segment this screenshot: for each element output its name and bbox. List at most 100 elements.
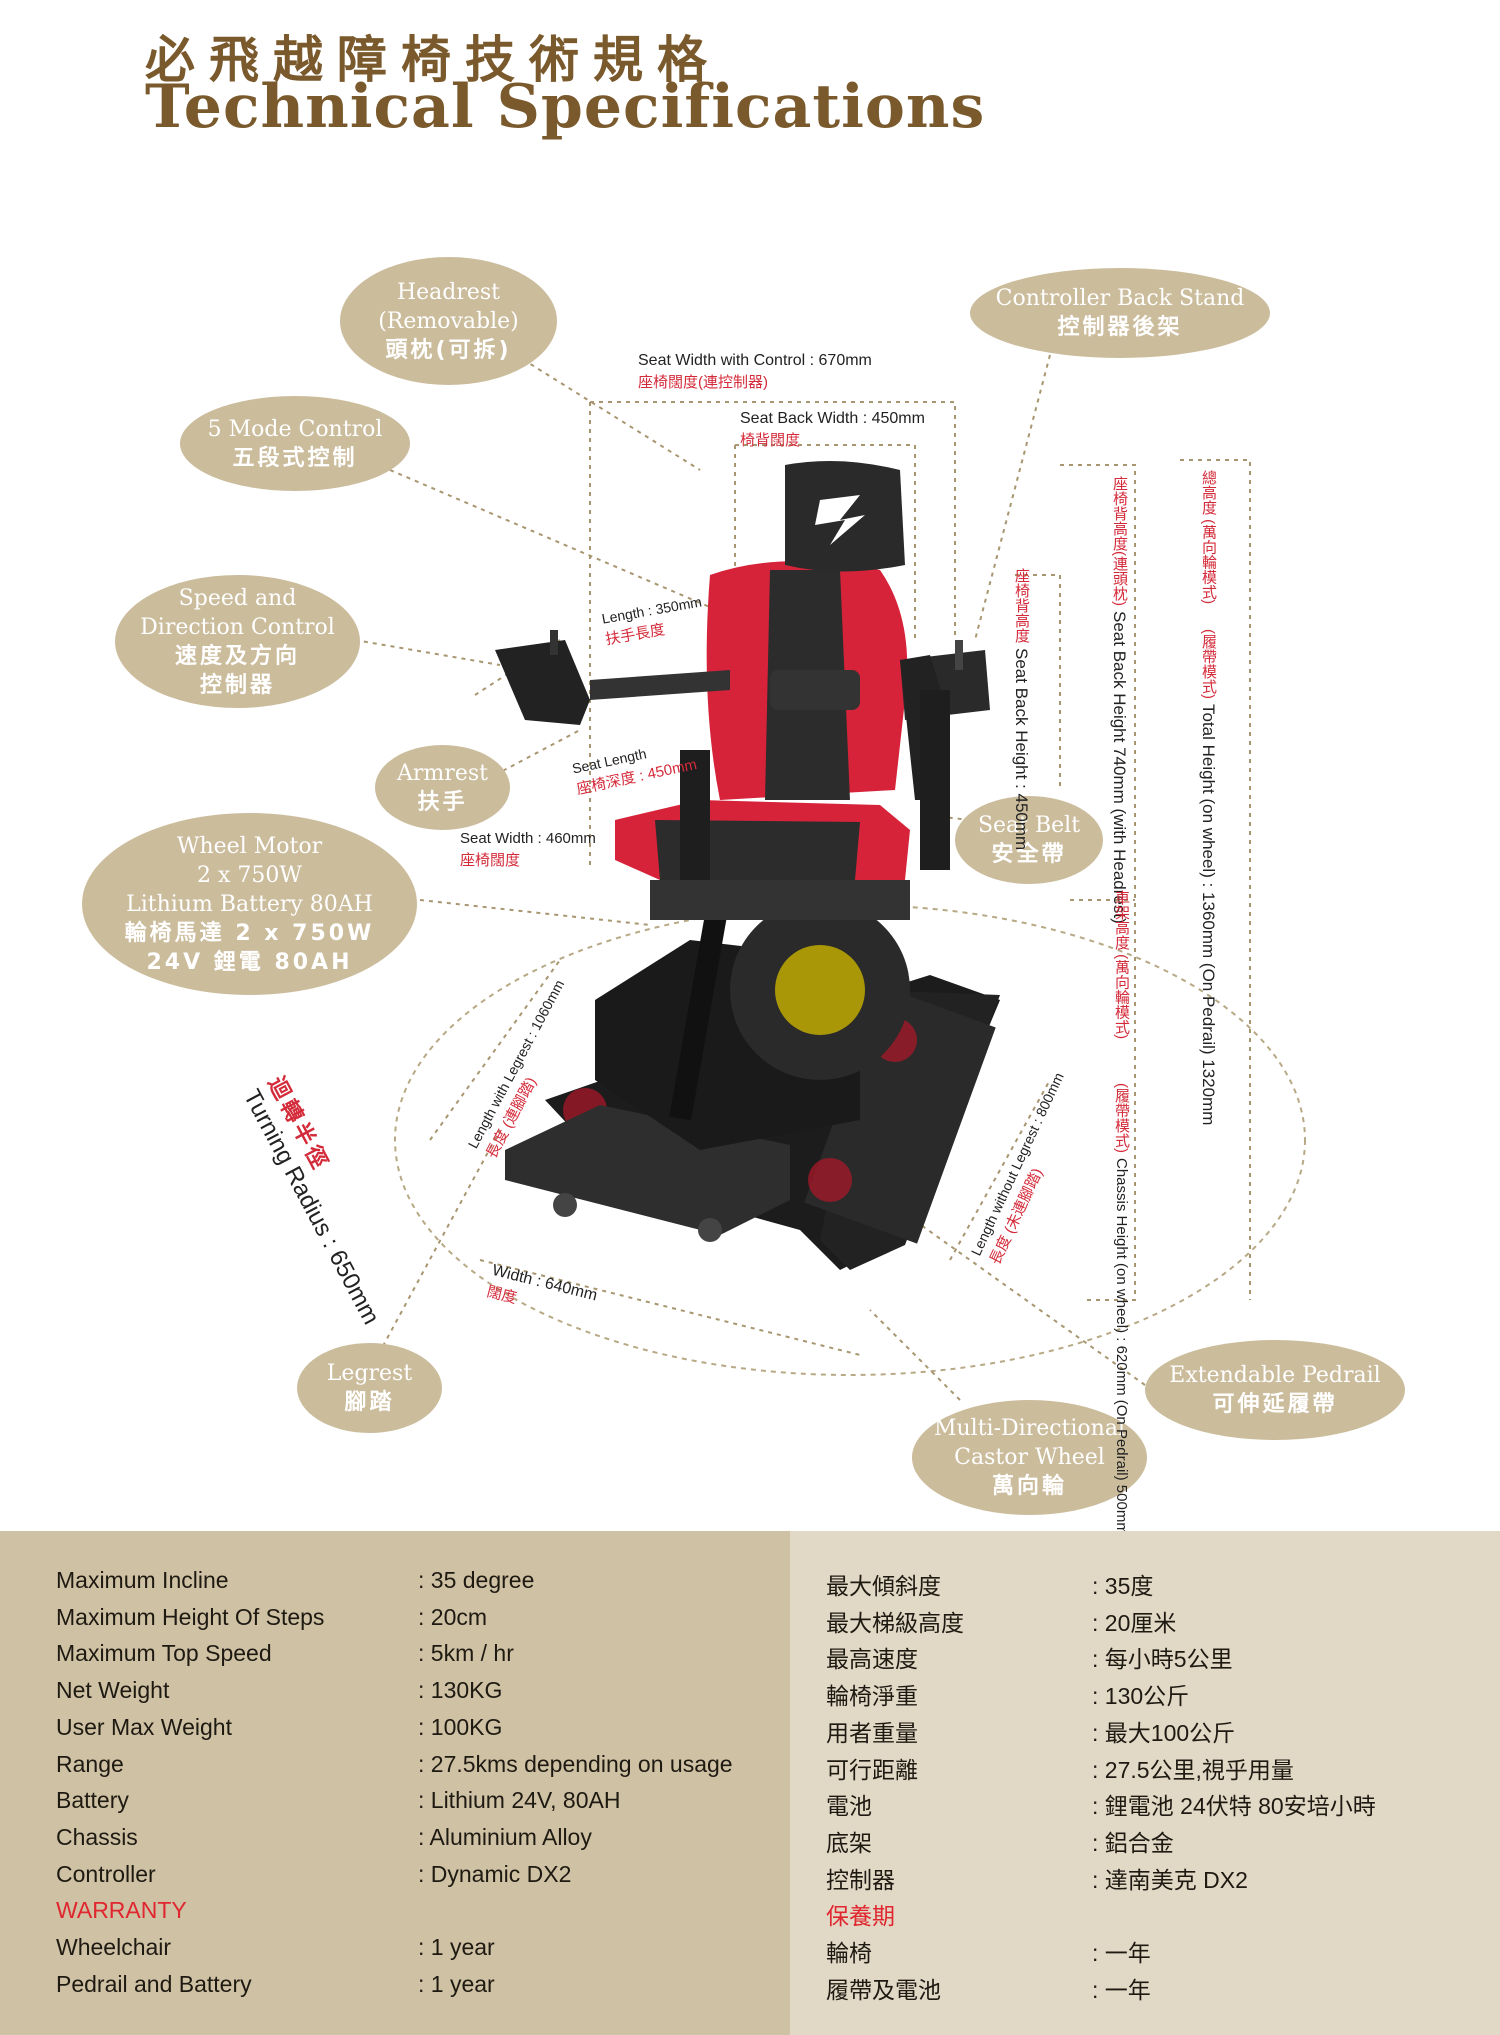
callout-text-zh: 24V 鋰電 80AH — [146, 949, 353, 975]
spec-en-value: : 130KG — [418, 1677, 503, 1704]
page-title-en: Technical Specifications — [145, 72, 986, 142]
spec-zh-label: 輪椅 — [826, 1940, 872, 1966]
dim-text: Seat Back Height 740mm (with Headrest) — [1110, 610, 1129, 924]
spec-zh-label: 用者重量 — [826, 1719, 918, 1746]
dim-total-height: 總高度 (萬向輪模式) (履帶模式) Total Height (on whee… — [1197, 470, 1219, 1125]
dim-text-zh: 座椅闊度(連控制器) — [638, 374, 768, 391]
spec-zh-value: : 一年 — [1092, 1940, 1151, 1966]
callout-text: Direction Control — [140, 614, 335, 640]
callout-text-zh: 扶手 — [417, 789, 468, 815]
spec-zh-value: : 一年 — [1092, 1976, 1151, 2003]
callout-text: Multi-Directional — [933, 1416, 1126, 1441]
spec-zh-label: 可行距離 — [826, 1756, 918, 1783]
callout-text: (Removable) — [378, 308, 519, 334]
callout-text-zh: 輪椅馬達 2 x 750W — [124, 920, 375, 946]
callout-text: Speed and — [178, 585, 297, 611]
dim-chassis-height: 車架高度 (萬向輪模式) (履帶模式) Chassis Height (on w… — [1110, 890, 1132, 1534]
spec-en-label: WARRANTY — [56, 1897, 187, 1924]
dim-seat-back-width: Seat Back Width : 450mm 椅背闊度 — [740, 408, 925, 452]
dim-text-zh: 椅背闊度 — [740, 432, 801, 449]
callout-text: Seat Belt — [977, 813, 1081, 838]
spec-en-label: Pedrail and Battery — [56, 1970, 252, 1997]
spec-en-label: Battery — [56, 1787, 129, 1814]
spec-en-label: Maximum Height Of Steps — [56, 1603, 325, 1630]
spec-en-label: Wheelchair — [56, 1934, 172, 1960]
dim-text-zh: 總高度 (萬向輪模式) — [1200, 470, 1217, 605]
spec-en-value: : 1 year — [418, 1970, 495, 1997]
callout-text: 2 x 750W — [197, 862, 302, 888]
dim-text-zh: 座椅闊度 — [460, 852, 521, 869]
dim-text-zh: 座椅背高度(連頭枕) — [1111, 476, 1128, 606]
callout-text: Wheel Motor — [176, 833, 323, 859]
dim-text-zh: (履帶模式) — [1113, 1083, 1130, 1154]
dim-text: Seat Back Height : 450mm — [1012, 647, 1031, 850]
callout-armrest: Armrest 扶手 — [375, 745, 510, 830]
dim-text: Seat Width with Control : 670mm — [638, 352, 872, 369]
callout-text: Armrest — [397, 760, 488, 786]
spec-en-label: Range — [56, 1750, 124, 1777]
spec-zh-value: : 130公斤 — [1092, 1683, 1190, 1710]
callout-controller-back-stand: Controller Back Stand 控制器後架 — [970, 268, 1270, 358]
callout-wheel-motor: Wheel Motor 2 x 750W Lithium Battery 80A… — [82, 813, 417, 995]
spec-zh-label: 電池 — [826, 1793, 872, 1820]
callout-seat-belt: Seat Belt 安全帶 — [955, 796, 1103, 884]
callout-text: Headrest — [396, 279, 501, 305]
dim-text-zh: 座椅背高度 — [1013, 568, 1030, 643]
dim-text-zh: 車架高度 (萬向輪模式) — [1113, 890, 1130, 1040]
wheelchair-image — [495, 461, 1000, 1270]
callout-text-zh: 速度及方向 — [174, 643, 300, 669]
wheelchair-diagram — [354, 344, 1306, 1401]
callout-text-zh: 頭枕(可拆) — [385, 337, 512, 363]
dim-seat-back-height-headrest: 座椅背高度(連頭枕) Seat Back Height 740mm (with … — [1108, 476, 1130, 923]
spec-zh-label: 履帶及電池 — [826, 1976, 941, 2003]
callout-text: Lithium Battery 80AH — [126, 891, 373, 917]
callout-castor-wheel: Multi-Directional Castor Wheel 萬向輪 — [912, 1400, 1147, 1515]
spec-en-label: User Max Weight — [56, 1713, 232, 1740]
spec-en-value: : Dynamic DX2 — [418, 1860, 572, 1887]
callout-text: Extendable Pedrail — [1169, 1363, 1381, 1388]
callout-text: 5 Mode Control — [207, 416, 383, 442]
callout-text-zh: 可伸延履帶 — [1212, 1392, 1338, 1417]
callout-text-zh: 控制器 — [199, 672, 275, 698]
spec-zh-value: : 鋁合金 — [1092, 1829, 1174, 1856]
callout-legrest: Legrest 腳踏 — [297, 1343, 442, 1433]
dim-seat-width-control: Seat Width with Control : 670mm 座椅闊度(連控制… — [638, 350, 872, 394]
callout-text-zh: 萬向輪 — [991, 1474, 1067, 1499]
spec-en-label: Controller — [56, 1860, 156, 1887]
spec-zh-value: : 27.5公里,視乎用量 — [1092, 1756, 1294, 1783]
callout-5-mode-control: 5 Mode Control 五段式控制 — [180, 396, 410, 491]
callout-text: Castor Wheel — [954, 1445, 1105, 1470]
spec-en-label: Maximum Top Speed — [56, 1640, 272, 1667]
page-title-zh: 必飛越障椅技術規格 — [145, 30, 721, 89]
spec-en-label: Net Weight — [56, 1677, 170, 1704]
callout-text-zh: 控制器後架 — [1057, 315, 1183, 340]
dim-text: Total Height (on wheel) : 1360mm (On Ped… — [1199, 703, 1218, 1126]
callout-speed-direction-control: Speed and Direction Control 速度及方向 控制器 — [115, 575, 360, 708]
spec-zh-label: 最大梯級高度 — [826, 1609, 964, 1636]
spec-zh-label: 輪椅淨重 — [826, 1683, 918, 1710]
callout-text: Legrest — [326, 1361, 413, 1386]
spec-zh-label: 底架 — [826, 1829, 872, 1856]
spec-zh-value: : 每小時5公里 — [1092, 1646, 1233, 1673]
spec-zh-value: : 最大100公斤 — [1092, 1719, 1236, 1746]
spec-en-label: Chassis — [56, 1823, 138, 1850]
spec-en-value: : 35 degree — [418, 1567, 535, 1593]
dim-text-zh: (履帶模式) — [1200, 628, 1217, 699]
spec-en-value: : 1 year — [418, 1934, 495, 1960]
spec-zh-value: : 鋰電池 24伏特 80安培小時 — [1092, 1793, 1376, 1820]
turning-radius-ellipse — [394, 904, 1306, 1376]
spec-en-value: : Lithium 24V, 80AH — [418, 1787, 621, 1814]
spec-en-value: : 5km / hr — [418, 1640, 514, 1667]
dim-seat-back-height: 座椅背高度 Seat Back Height : 450mm — [1010, 568, 1032, 850]
spec-en-value: : 20cm — [418, 1603, 488, 1630]
dim-seat-width: Seat Width : 460mm 座椅闊度 — [460, 828, 596, 872]
callout-text: Controller Back Stand — [995, 286, 1245, 311]
dim-text: Chassis Height (on wheel) : 620mm (On Pe… — [1113, 1157, 1130, 1535]
spec-en-value: : Aluminium Alloy — [418, 1823, 592, 1850]
callout-text-zh: 腳踏 — [344, 1390, 395, 1415]
spec-zh-value: : 35度 — [1092, 1573, 1154, 1599]
spec-zh-label: 最大傾斜度 — [826, 1573, 941, 1599]
spec-en-value: : 27.5kms depending on usage — [418, 1750, 733, 1777]
